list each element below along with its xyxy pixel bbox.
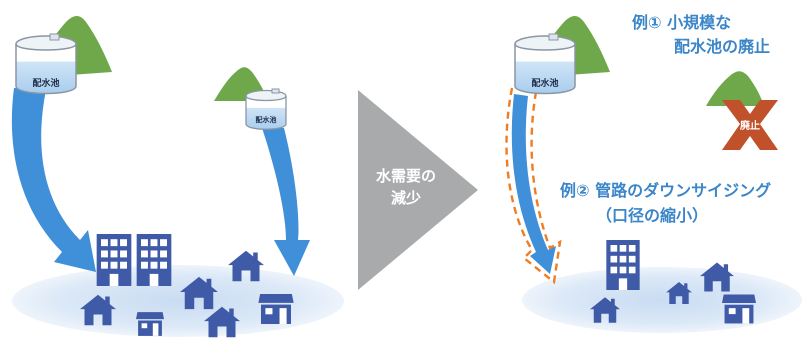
example1-line1: 例① 小規模な bbox=[632, 13, 731, 32]
tank-icon bbox=[514, 33, 576, 95]
town-area-right bbox=[522, 267, 802, 333]
shop-icon bbox=[136, 312, 164, 336]
example1-line2: 配水池の廃止 bbox=[674, 37, 770, 56]
town-area-left bbox=[12, 265, 344, 337]
shop-icon bbox=[258, 294, 294, 324]
tank-label: 配水池 bbox=[32, 77, 59, 89]
tank-label: 配水池 bbox=[256, 115, 277, 124]
transition-arrow bbox=[358, 90, 478, 290]
mountain-icon bbox=[706, 71, 764, 106]
pipe-arrow-left bbox=[11, 88, 96, 272]
example2-line1: 例② 管路のダウンサイジング bbox=[560, 181, 771, 200]
apartment-icon bbox=[136, 234, 172, 286]
transition-label-line1: 水需要の bbox=[376, 167, 436, 185]
example2-line2: （口径の縮小） bbox=[596, 206, 708, 225]
apartment-icon bbox=[96, 234, 132, 286]
tank-label: 配水池 bbox=[531, 77, 558, 89]
abolish-label: 廃止 bbox=[740, 119, 760, 132]
cross-icon bbox=[722, 100, 778, 150]
shop-icon bbox=[722, 294, 756, 324]
tank-icon bbox=[15, 33, 77, 95]
apartment-icon bbox=[606, 240, 640, 290]
pipe-arrow-downsized bbox=[511, 94, 556, 274]
tank-icon bbox=[245, 88, 287, 130]
pipe-arrow-right bbox=[262, 128, 310, 276]
transition-label-line2: 減少 bbox=[391, 189, 421, 207]
former-pipe-outline bbox=[505, 87, 562, 285]
